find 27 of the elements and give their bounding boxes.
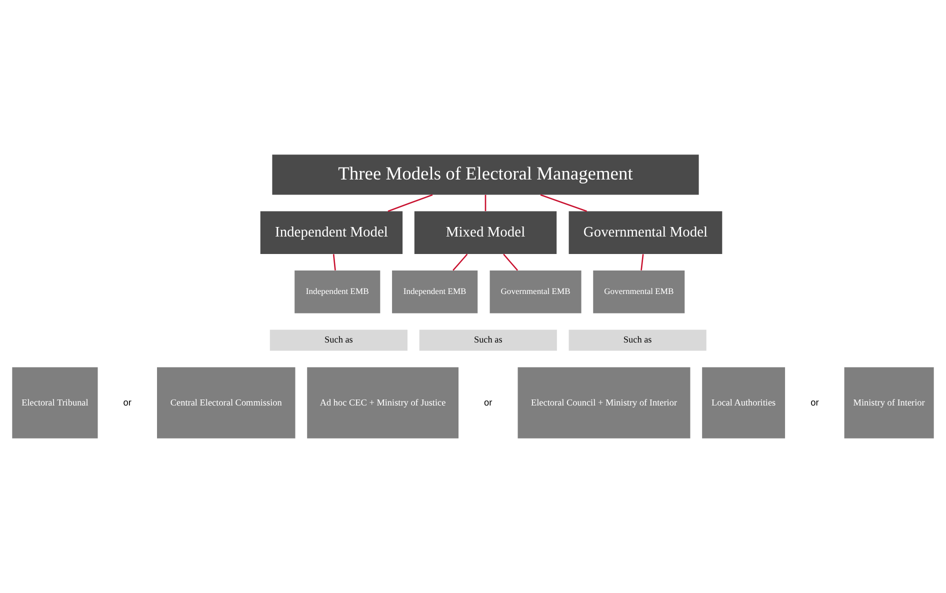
connector: [640, 254, 644, 270]
node-box: Governmental EMB: [490, 270, 582, 314]
connector: [484, 194, 486, 212]
connector: [452, 254, 468, 271]
node-box: Such as: [419, 330, 557, 351]
node-box: Central Electoral Commission: [157, 367, 296, 438]
node-box: Three Models of Electoral Management: [272, 154, 699, 195]
connector: [332, 254, 336, 270]
node-box: Ministry of Interior: [844, 367, 934, 438]
connector: [540, 194, 587, 212]
node-box: Local Authorities: [702, 367, 786, 438]
node-box: Electoral Tribunal: [12, 367, 98, 438]
node-box: Ad hoc CEC + Ministry of Justice: [307, 367, 459, 438]
node-box: Independent EMB: [294, 270, 380, 314]
node-box: Independent Model: [260, 211, 403, 254]
node-box: Such as: [270, 330, 408, 351]
node-box: Mixed Model: [414, 211, 557, 254]
label: or: [810, 397, 819, 408]
node-box: Electoral Council + Ministry of Interior: [518, 367, 690, 438]
node-box: Governmental Model: [568, 211, 722, 254]
node-box: Independent EMB: [392, 270, 478, 314]
connector: [503, 254, 518, 271]
connector: [388, 194, 433, 212]
node-box: Governmental EMB: [593, 270, 685, 314]
label: or: [123, 397, 132, 408]
label: or: [484, 397, 492, 408]
node-box: Such as: [568, 330, 706, 351]
